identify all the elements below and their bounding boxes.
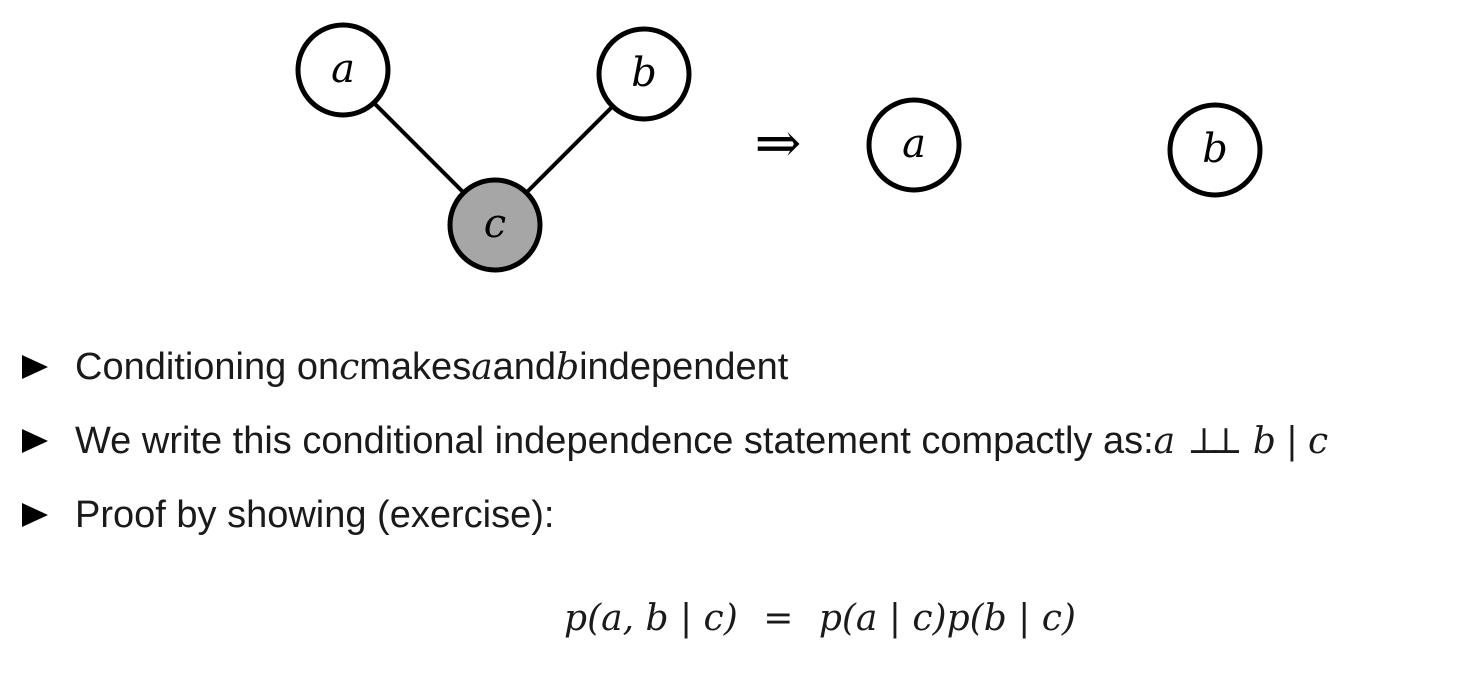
triangle-bullet-icon — [22, 429, 48, 453]
bullet-conditioning: Conditioning on c makes a and b independ… — [22, 330, 1452, 404]
equation-equals: = — [763, 598, 794, 639]
svg-text:a: a — [902, 121, 926, 167]
bullet-text: We write this conditional independence s… — [75, 419, 1154, 462]
bullet-proof: Proof by showing (exercise): — [22, 478, 1452, 552]
svg-text:b: b — [631, 50, 657, 96]
bullet-list: Conditioning on c makes a and b independ… — [22, 330, 1452, 552]
math-var-c: c — [339, 346, 360, 388]
node-b-left: b — [596, 26, 692, 122]
node-c-observed: c — [447, 177, 543, 273]
bullet-text-mid1: makes — [359, 345, 472, 388]
equation-lhs: p(a, b | c) — [564, 598, 738, 639]
node-b-right: b — [1167, 102, 1263, 198]
node-a-right: a — [866, 97, 962, 193]
independence-symbol: ⊥⊥ — [1187, 420, 1243, 462]
svg-text:a: a — [331, 46, 355, 92]
bullet-text-post: independent — [579, 345, 789, 388]
node-a-left: a — [295, 22, 391, 118]
math-var-a: a — [471, 346, 493, 388]
math-var-a: a — [1153, 420, 1176, 462]
triangle-bullet-icon — [22, 503, 48, 527]
math-var-b: b — [556, 346, 580, 388]
edge-b-c — [526, 104, 615, 193]
graphical-model-diagram: a b c ⇒ a b — [295, 22, 1263, 273]
svg-text:b: b — [1202, 126, 1228, 172]
math-var-b: b — [1252, 420, 1276, 462]
given-bar: | — [1285, 420, 1299, 462]
triangle-bullet-icon — [22, 355, 48, 379]
bullet-text-mid2: and — [492, 345, 557, 388]
bullet-text: Proof by showing (exercise): — [75, 493, 555, 536]
math-var-c: c — [1308, 420, 1329, 462]
bullet-text-pre: Conditioning on — [75, 345, 340, 388]
edge-a-c — [372, 101, 465, 194]
factorization-equation: p(a, b | c) = p(a | c)p(b | c) — [0, 598, 1460, 639]
bullet-notation: We write this conditional independence s… — [22, 404, 1452, 478]
implies-arrow: ⇒ — [755, 111, 802, 176]
equation-rhs: p(a | c)p(b | c) — [818, 598, 1076, 639]
svg-text:c: c — [484, 201, 506, 247]
